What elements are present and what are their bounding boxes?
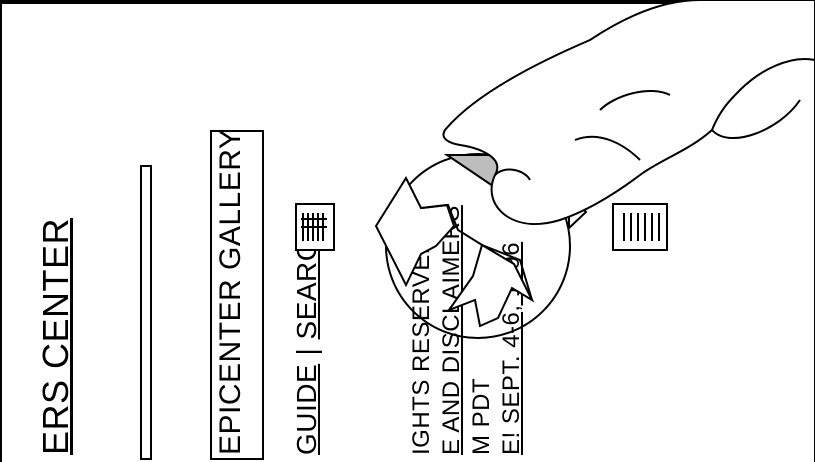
list-icon[interactable]: [295, 203, 335, 251]
left-border: [0, 0, 2, 462]
gallery-button[interactable]: [210, 130, 264, 460]
scroll-bar[interactable]: [140, 165, 152, 460]
list-icon-glyph: [301, 213, 327, 241]
bars-icon[interactable]: [612, 203, 668, 251]
finger-pointing-icon: [442, 0, 815, 462]
top-border: [0, 0, 815, 4]
bars-icon-glyph: [623, 213, 660, 241]
